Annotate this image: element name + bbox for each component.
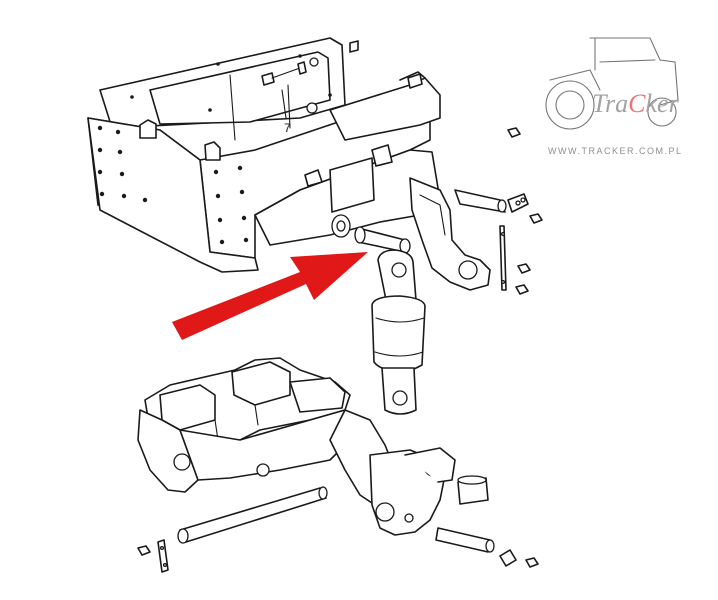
seal-ring <box>331 214 351 238</box>
pivot-bracket <box>409 177 491 291</box>
short-pin-right <box>435 527 495 553</box>
lock-plate-right <box>499 549 539 568</box>
tracker-brand: TraCker <box>592 89 680 118</box>
callout-7: 7 <box>281 89 291 135</box>
retaining-strip <box>499 225 507 291</box>
small-bolts-right <box>507 127 543 295</box>
tracker-watermark: TraCker WWW.TRACKER.COM.PL <box>545 37 683 156</box>
lock-plate-left <box>137 539 169 573</box>
callout-label: 7 <box>284 121 291 135</box>
tractor-logo-icon <box>545 37 679 130</box>
bushing-pin <box>354 226 411 254</box>
long-pin-left <box>177 486 328 544</box>
pivot-pin-upper <box>454 189 529 213</box>
tracker-url: WWW.TRACKER.COM.PL <box>548 146 683 156</box>
highlight-arrow <box>172 252 368 340</box>
axle-carrier <box>137 357 456 536</box>
suspension-cylinder <box>371 249 426 415</box>
frame-top-bolts <box>261 40 423 129</box>
bushing-lower <box>457 475 489 505</box>
